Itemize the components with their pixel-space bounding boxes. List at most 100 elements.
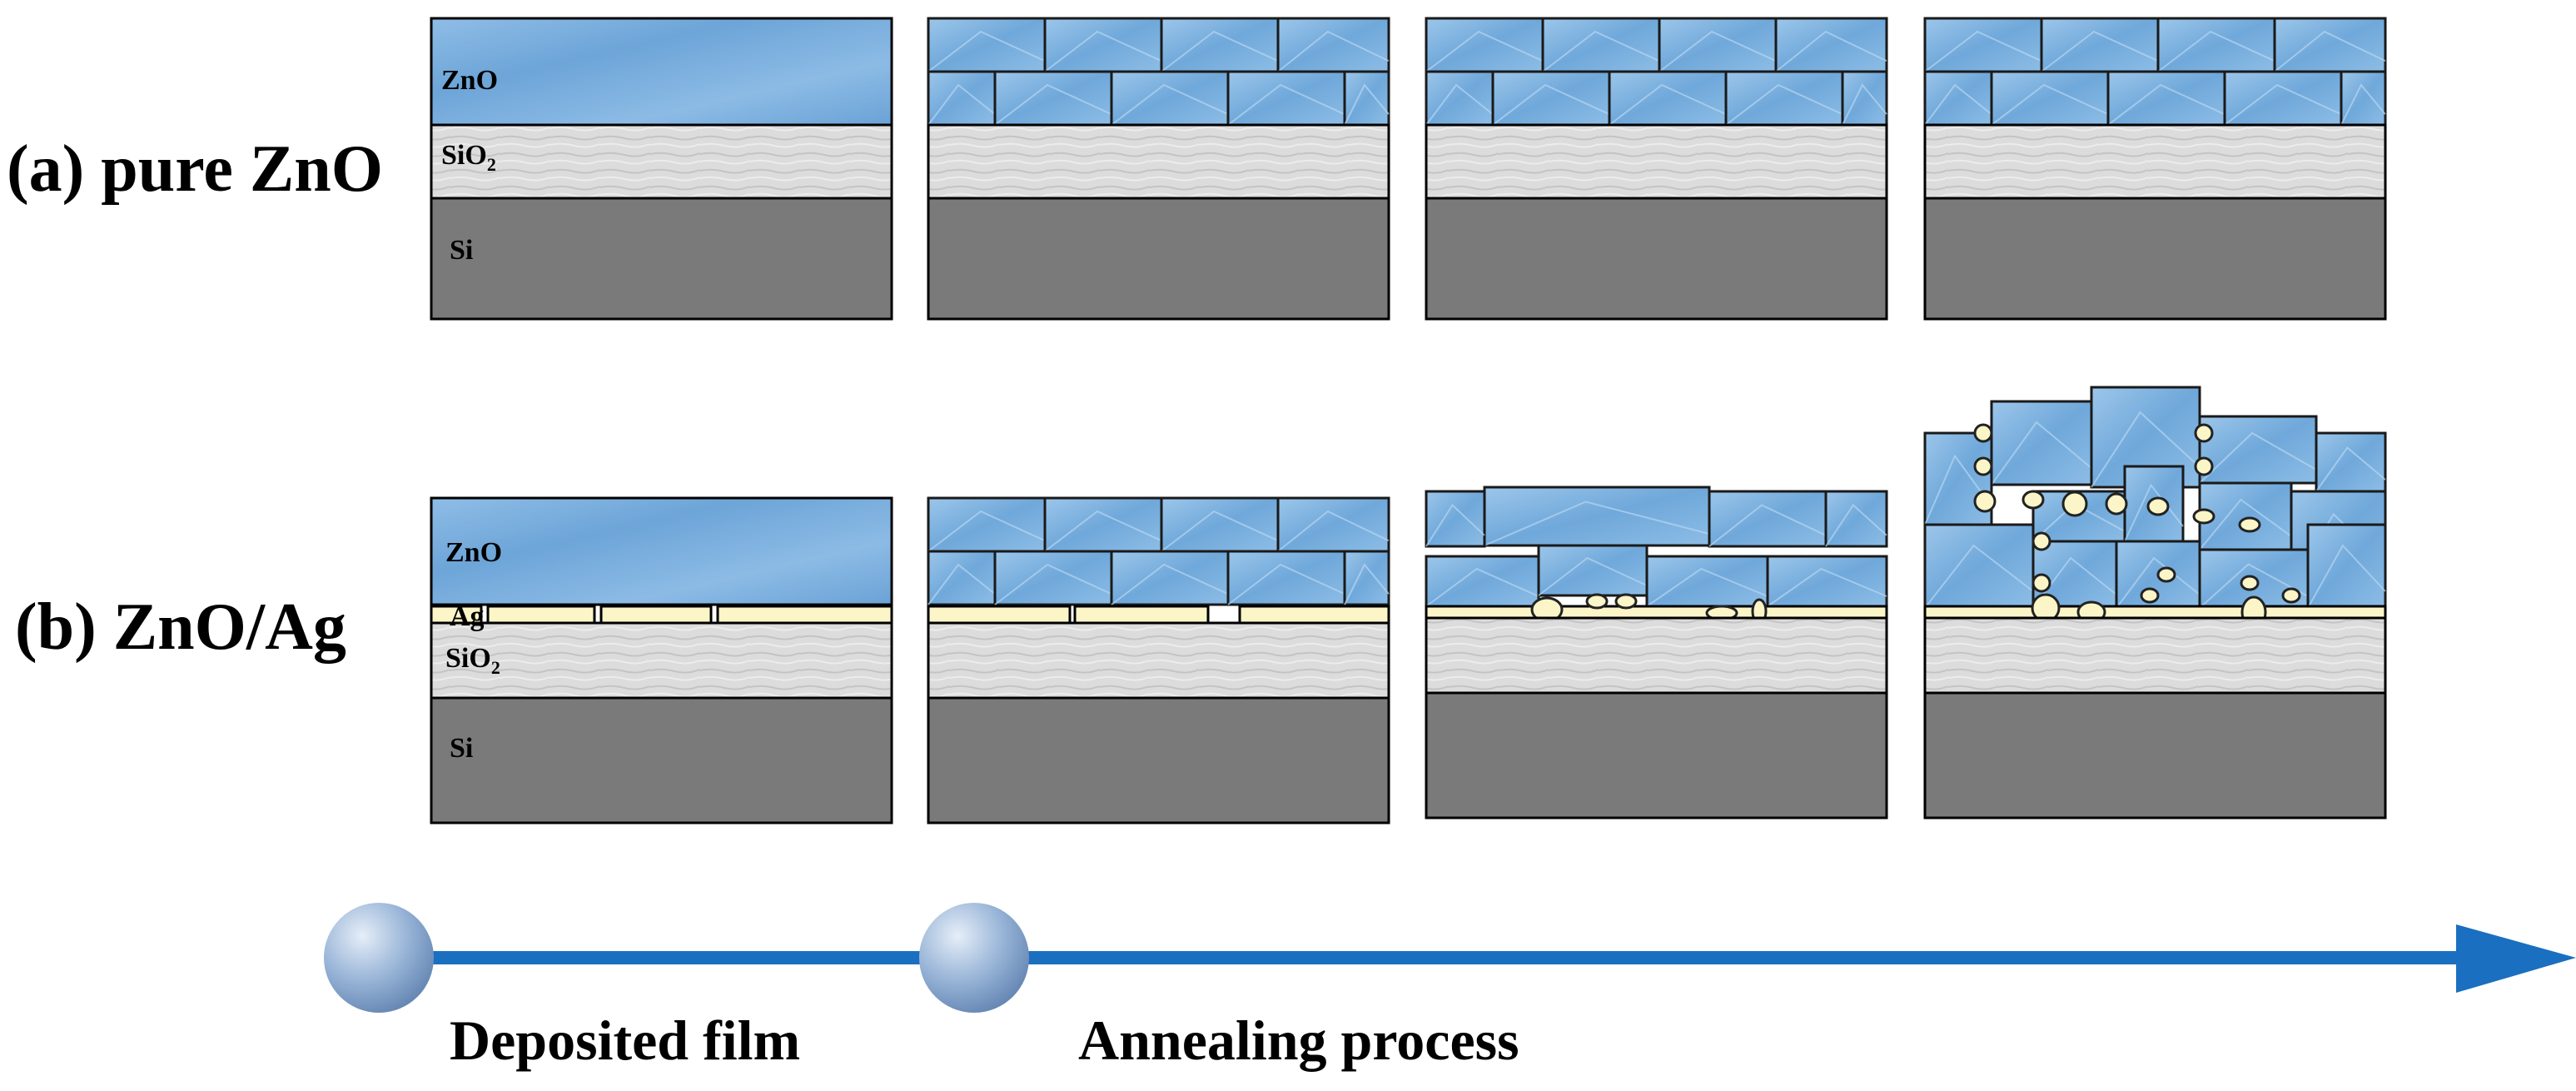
b1-ag-segment: [599, 605, 713, 625]
b2-zno-grain-facet: [1044, 510, 1162, 552]
b4-zno-grain: [2315, 431, 2387, 493]
a2-zno-grain-facet: [927, 30, 1046, 72]
a4-sio2-layer: [1923, 123, 2387, 200]
b3-zno-grain-facet: [1825, 503, 1887, 547]
b3-zno-grain-facet: [1646, 567, 1768, 607]
a2-sio2-layer: [927, 123, 1390, 200]
a2-zno-grain: [927, 70, 997, 127]
b3-zno-grain-facet: [1425, 503, 1485, 547]
a3-zno-grain-facet: [1609, 83, 1727, 126]
a4-zno-grain: [1923, 17, 2043, 73]
a4-zno-grain: [1990, 70, 2110, 127]
b4-zno-grain-facet: [1991, 421, 2092, 486]
a3-zno-grain: [1774, 17, 1888, 73]
a1-sio2-layer: [430, 123, 893, 200]
a3-zno-grain-facet: [1425, 83, 1494, 126]
b4-ag-particle: [2192, 508, 2215, 525]
b4-zno-grain: [2306, 523, 2387, 610]
layer-label-ag-b: Ag: [450, 601, 485, 632]
b3-zno-grain-facet: [1484, 501, 1710, 546]
b3-zno-grain: [1425, 555, 1540, 608]
a2-zno-grain-facet: [994, 83, 1112, 126]
b2-zno-grain: [927, 550, 997, 606]
a2-zno-grain-facet: [927, 83, 996, 126]
a4-zno-grain: [2340, 70, 2387, 127]
b2-zno-grain-facet: [994, 563, 1112, 605]
b4-ag-particle: [2156, 566, 2176, 583]
b3-sio2-layer: [1425, 616, 1888, 695]
a2-zno-grain-facet: [1277, 30, 1390, 72]
a2-si-layer: [927, 197, 1390, 321]
a4-zno-grain: [2223, 70, 2343, 127]
b4-zno-grain-facet: [2199, 498, 2292, 550]
a2-zno-grain-facet: [1111, 83, 1229, 126]
a2-zno-grain: [1043, 17, 1163, 73]
b4-zno-grain-facet: [2315, 446, 2386, 492]
a4-zno-grain: [2106, 70, 2226, 127]
a2-zno-grain-facet: [1161, 30, 1279, 72]
b1-ag-segment: [486, 605, 596, 625]
layer-label-sio2-b: SiO2: [445, 643, 500, 678]
a4-zno-grain-facet: [1924, 30, 2042, 72]
b2-zno-grain-facet: [1277, 510, 1390, 552]
a2-zno-grain: [1226, 70, 1346, 127]
a4-zno-grain-facet: [2041, 30, 2159, 72]
a3-si-layer: [1425, 197, 1888, 321]
b3-zno-grain: [1425, 490, 1486, 548]
timeline-marker-deposited: [324, 903, 434, 1013]
b2-zno-grain: [1226, 550, 1346, 606]
b2-zno-grain-facet: [927, 510, 1046, 552]
timeline: [324, 903, 2576, 1013]
panel-group: [430, 17, 2387, 824]
b4-zno-grain-facet: [1924, 544, 2034, 609]
b4-zno-grain: [2198, 415, 2318, 485]
a3-zno-grain: [1724, 70, 1844, 127]
layer-label-zno-b: ZnO: [445, 537, 503, 568]
b4-ag-layer: [1923, 605, 2387, 620]
b3-zno-grain-facet: [1425, 567, 1539, 607]
b4-ag-particle: [2146, 496, 2170, 516]
b4-zno-grain: [1990, 400, 2093, 486]
b3-ag-particle: [1585, 593, 1609, 610]
a4-zno-grain: [2040, 17, 2160, 73]
b3-zno-grain: [1645, 555, 1769, 608]
b3-zno-grain-facet: [1538, 556, 1648, 596]
b4-ag-particle: [2194, 456, 2214, 476]
b4-sio2-layer: [1923, 616, 2387, 695]
a3-zno-grain-facet: [1725, 83, 1843, 126]
b3-zno-grain: [1537, 544, 1649, 597]
b4-ag-particle: [2061, 491, 2088, 517]
a2-zno-grain-facet: [1044, 30, 1162, 72]
b4-ag-particle: [2281, 587, 2301, 604]
b3-zno-grain-facet: [1708, 504, 1827, 547]
a4-zno-grain: [2156, 17, 2276, 73]
b2-zno-grain-facet: [1344, 563, 1390, 605]
a4-zno-grain-facet: [2340, 83, 2386, 126]
b2-zno-grain-facet: [1161, 510, 1279, 552]
a3-zno-grain-facet: [1775, 30, 1887, 72]
a4-zno-grain-facet: [2157, 30, 2275, 72]
b4-ag-particle: [2022, 490, 2045, 510]
b4-zno-grain-facet: [2091, 411, 2201, 488]
a4-zno-grain: [2273, 17, 2387, 73]
a3-zno-grain-facet: [1542, 30, 1660, 72]
a4-zno-grain: [1923, 70, 1993, 127]
a2-zno-grain: [993, 70, 1113, 127]
a2-zno-grain: [927, 17, 1047, 73]
a3-zno-grain: [1658, 17, 1778, 73]
b4-ag-particle: [2238, 516, 2261, 533]
b4-zno-grain-facet: [2199, 431, 2317, 484]
b2-zno-grain: [1343, 550, 1390, 606]
a3-zno-grain: [1608, 70, 1728, 127]
b2-sio2-layer: [927, 621, 1390, 700]
b2-zno-grain: [993, 550, 1113, 606]
a3-zno-grain-facet: [1658, 30, 1777, 72]
a1-si-layer: [430, 197, 893, 321]
b4-zno-grain-facet: [2199, 563, 2309, 609]
timeline-arrow-head: [2456, 924, 2576, 993]
b2-ag-segment: [1073, 605, 1210, 625]
b2-ag-segment: [1238, 605, 1390, 625]
b4-ag-particle: [2031, 573, 2051, 593]
b2-zno-grain-facet: [1111, 563, 1229, 605]
